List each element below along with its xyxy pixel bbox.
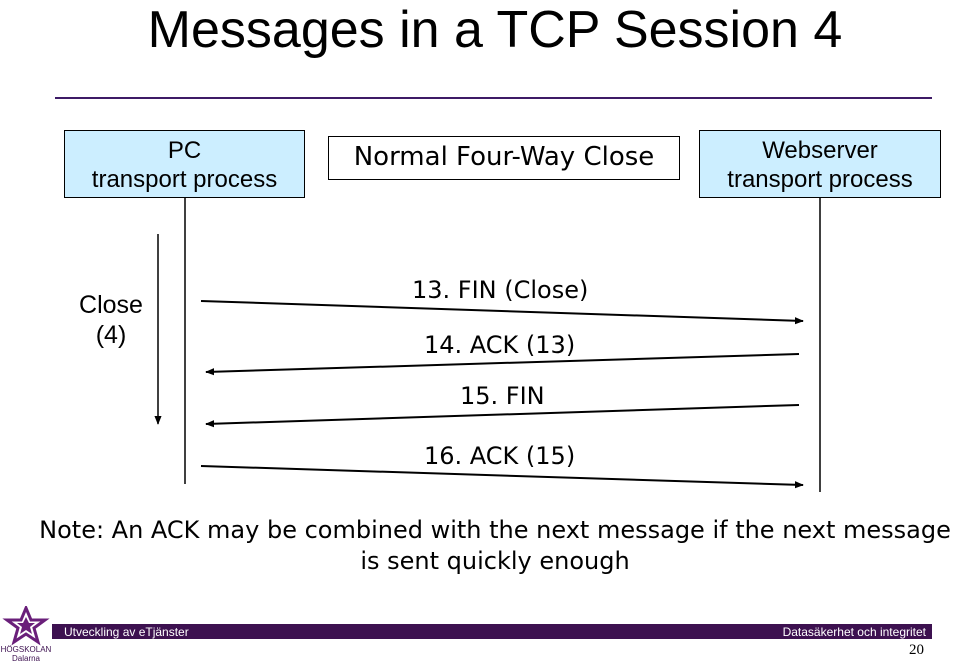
university-logo: HÖGSKOLAN Dalarna — [0, 604, 52, 663]
message-label-fin-13: 13. FIN (Close) — [412, 276, 589, 304]
title-divider — [55, 97, 932, 99]
close-phase-line2: (4) — [95, 321, 127, 349]
pc-box-line1: PC — [167, 137, 202, 164]
note-line1: Note: An ACK may be combined with the ne… — [39, 516, 951, 544]
slide-title: Messages in a TCP Session 4 — [147, 1, 843, 59]
footer-course-title: Utveckling av eTjänster — [64, 625, 189, 639]
pc-box-line2: transport process — [91, 166, 278, 193]
webserver-box-line2: transport process — [727, 166, 913, 193]
pc-transport-process-box: PC transport process — [64, 130, 305, 198]
message-label-ack-16: 16. ACK (15) — [424, 442, 576, 470]
webserver-transport-process-box: Webserver transport process — [699, 130, 941, 198]
webserver-box-line1: Webserver — [762, 137, 878, 164]
logo-text-line1: HÖGSKOLAN — [0, 645, 52, 654]
message-label-ack-14: 14. ACK (13) — [424, 331, 576, 359]
page-number: 20 — [909, 642, 924, 658]
close-phase-label: Close (4) — [60, 290, 162, 350]
footer-section-title: Datasäkerhet och integritet — [782, 625, 926, 639]
message-label-fin-15: 15. FIN — [460, 382, 545, 410]
message-arrow-ack-16 — [200, 465, 804, 489]
footer-bar — [52, 624, 932, 639]
note-line2: is sent quickly enough — [360, 547, 630, 575]
star-logo-icon — [2, 604, 50, 646]
four-way-close-label-box: Normal Four-Way Close — [328, 136, 680, 180]
message-arrow-ack-14 — [205, 353, 800, 376]
close-phase-line1: Close — [79, 291, 143, 319]
note-text: Note: An ACK may be combined with the ne… — [0, 515, 960, 577]
mode-label: Normal Four-Way Close — [353, 142, 655, 172]
message-arrow-fin-15 — [205, 404, 800, 428]
message-arrow-fin-13 — [200, 300, 804, 325]
logo-text-line2: Dalarna — [11, 654, 40, 663]
